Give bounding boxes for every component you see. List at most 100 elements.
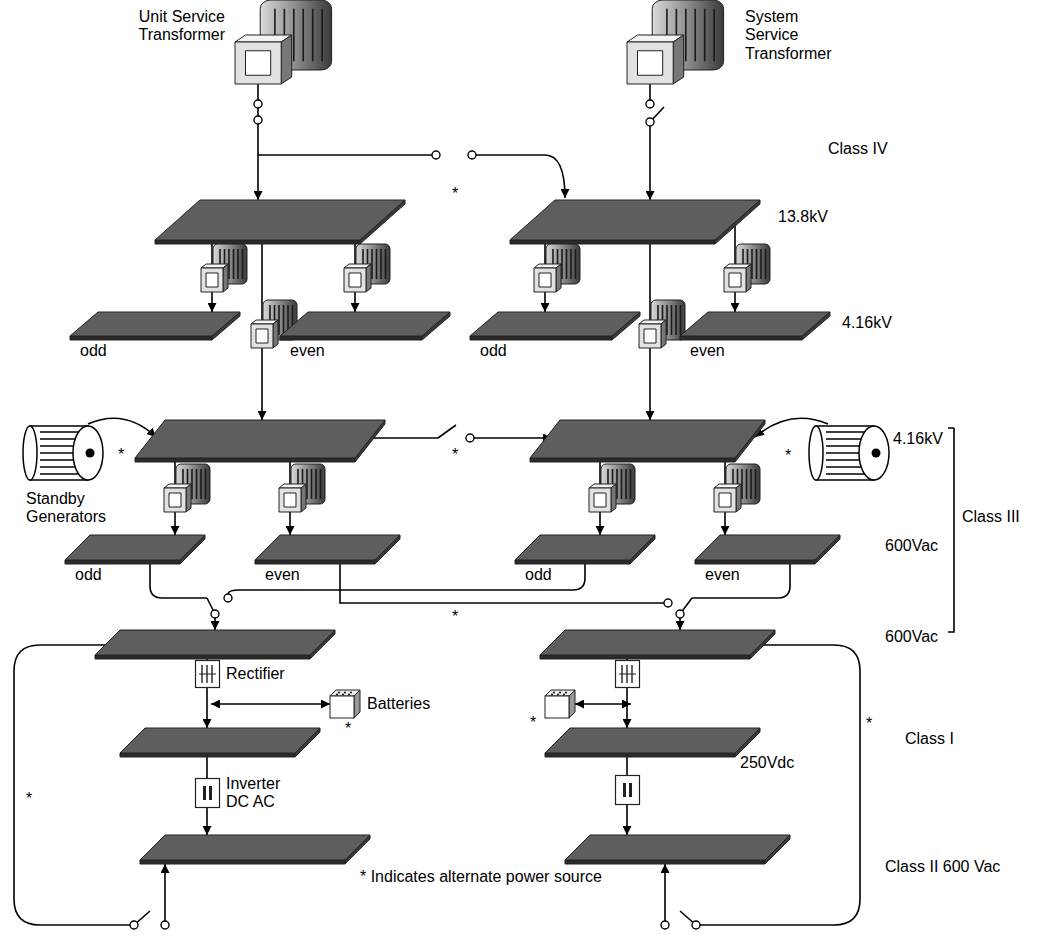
transformer-fin (630, 469, 632, 499)
bus-edge (70, 336, 212, 340)
voltage-label: 4.16kV (893, 430, 943, 448)
wire (14, 645, 130, 925)
breaker-contact (211, 610, 219, 618)
wire (700, 645, 860, 925)
transformer-fin (321, 9, 323, 62)
equipment (95, 100, 889, 929)
transformer-fin (621, 469, 623, 499)
bus-bar (695, 535, 840, 564)
rectifier-icon (195, 660, 220, 688)
label-block: Batteries (361, 695, 430, 713)
bus-edge (255, 560, 375, 564)
battery-symbol (330, 690, 360, 718)
generator-stripe (40, 473, 80, 474)
bus-bar (515, 535, 655, 564)
inverter-bar (623, 783, 626, 797)
node-label: Standby Generators (26, 490, 106, 527)
inverter-icon (195, 778, 220, 808)
inverter-bar (203, 786, 206, 800)
terminal-box-side (611, 484, 616, 512)
inverter-bar (209, 786, 212, 800)
breaker-contact (130, 921, 138, 929)
bus-top (140, 835, 370, 860)
bus-top (510, 200, 760, 240)
bus-bar: even (695, 535, 840, 584)
terminal-box (164, 488, 186, 512)
battery-charge-arrow (575, 703, 631, 705)
bus-bar: odd (515, 535, 655, 584)
label-block: Inverter DC AC (220, 775, 298, 812)
alternate-source-mark: * (118, 446, 124, 464)
transformer-fin (376, 249, 378, 279)
terminal-box (201, 268, 223, 292)
transformer-fin (685, 9, 687, 62)
battery-side (569, 690, 575, 718)
terminal-box-face (719, 493, 731, 507)
label-block: even (680, 341, 725, 360)
label-block: odd (470, 341, 507, 360)
generator-symbol (809, 426, 889, 480)
bus-bar: even (680, 312, 830, 360)
breaker-contact (432, 151, 440, 159)
label-block: even (695, 565, 740, 584)
transformer-fin (242, 249, 244, 279)
bus-bar (470, 312, 640, 340)
battery-cell (553, 691, 555, 693)
transformer-fin (675, 305, 677, 335)
standby-generator: Standby Generators (22, 418, 108, 527)
node-label: even (705, 566, 740, 584)
transformer-fin (566, 249, 568, 279)
terminal-box-side (223, 264, 228, 292)
transformer-symbol (201, 244, 247, 292)
bus-bar (65, 535, 205, 564)
battery-cell (350, 691, 352, 693)
terminal-box-side (661, 320, 666, 348)
class-label: Class I (905, 730, 954, 748)
bus-bar (140, 835, 370, 864)
battery-cell (336, 693, 338, 695)
alternate-source-mark: * (26, 790, 32, 808)
generator-stripe (826, 466, 866, 467)
standby-generator-icon (22, 418, 108, 488)
transformer-fin (756, 249, 758, 279)
wire (679, 618, 681, 630)
bus-bar (540, 630, 775, 659)
bus-bar: odd (65, 535, 205, 584)
bus-edge (65, 560, 180, 564)
bus-edge (140, 860, 345, 864)
bus-top (515, 535, 655, 560)
inverter-box (196, 779, 220, 808)
transformer-fin (315, 469, 317, 499)
voltage-label: 4.16kV (842, 314, 892, 332)
transformer-fin (237, 249, 239, 279)
bus-bar: odd (70, 312, 240, 360)
bus-bar (530, 420, 765, 462)
bus-top (65, 535, 205, 560)
bus-bar: odd (470, 312, 640, 360)
terminal-box-face (206, 273, 218, 287)
terminal-box (344, 268, 366, 292)
breaker-contact (661, 921, 669, 929)
transformer: Unit Service Transformer (138, 0, 335, 86)
bus-top (545, 728, 760, 753)
breaker-contact (468, 151, 476, 159)
bus-top (155, 200, 405, 240)
battery-front (330, 696, 354, 718)
transformer-fin (302, 9, 304, 62)
alternate-source-mark: * (785, 447, 791, 465)
switch-blade (438, 425, 456, 438)
bus-bar (255, 535, 400, 564)
bus-top (95, 630, 335, 655)
terminal-box-side (281, 35, 292, 84)
wiring (14, 84, 954, 925)
bus-edge (280, 336, 422, 340)
transformer-fin (385, 249, 387, 279)
transformer-fin (625, 469, 627, 499)
terminal-box-face (729, 273, 741, 287)
alternate-source-mark: * (452, 446, 458, 464)
label-block: Unit Service Transformer (138, 0, 235, 45)
terminal-box-face (594, 493, 606, 507)
terminal-box (589, 488, 611, 512)
bus-edge (155, 240, 360, 244)
breaker-contact (646, 100, 654, 108)
